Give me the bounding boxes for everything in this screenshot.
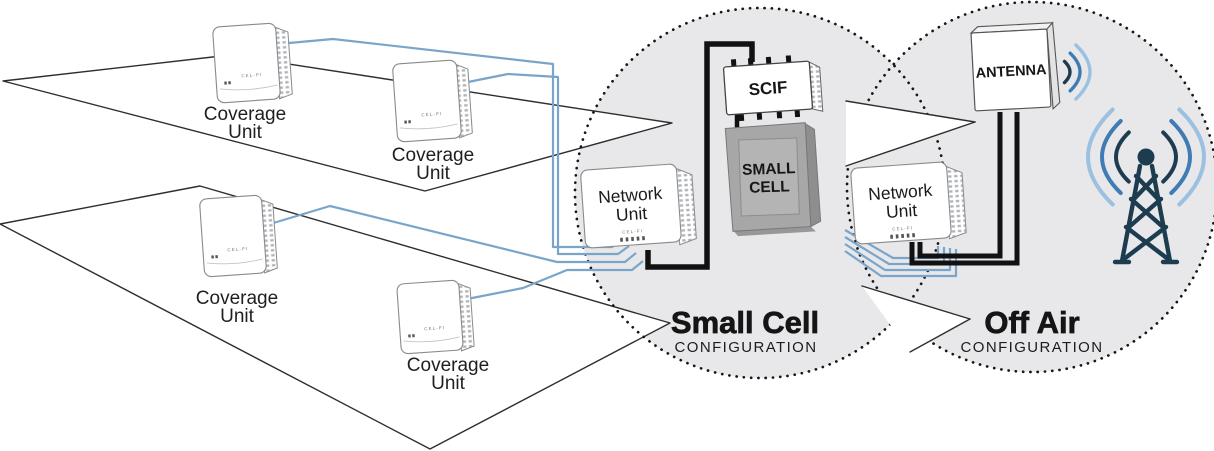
- floor-plane-upper: [2, 54, 673, 192]
- antenna-body: [970, 28, 1052, 112]
- port-row: [620, 236, 645, 242]
- network-unit-label-line1: Network: [597, 183, 663, 207]
- small-cell-unit: SMALL CELL: [724, 122, 822, 237]
- coverage-unit-2-label-line1: Coverage: [392, 145, 474, 166]
- tower-wave-left-mid: [1100, 119, 1123, 195]
- unit-brand: CEL-FI: [227, 246, 248, 252]
- antenna-coax-1: [917, 112, 1003, 259]
- unit-body: [580, 163, 682, 249]
- unit-seam: [219, 84, 278, 91]
- coverage-unit-3-label-line2: Unit: [220, 306, 255, 327]
- unit-brand: CEL-FI: [622, 228, 643, 234]
- lower-floor-wedge: [862, 286, 970, 352]
- antenna-wave-outer: [1074, 43, 1092, 101]
- unit-body: [396, 279, 464, 355]
- coverage-unit-2-label-line2: Unit: [416, 163, 451, 184]
- floors: [0, 54, 673, 450]
- off-air-title: Off Air: [984, 305, 1079, 340]
- small-cell-coax: [645, 41, 755, 270]
- tower-wave-right-outer: [1177, 107, 1206, 207]
- small-cell-title: Small Cell: [671, 305, 819, 340]
- small-cell-panel: [738, 137, 800, 217]
- bubble-titles: Small Cell CONFIGURATION Off Air CONFIGU…: [671, 305, 1104, 356]
- network-unit-off-air: Network Unit CEL-FI: [850, 161, 967, 245]
- network-unit-label-line2: Unit: [885, 200, 918, 222]
- tower-wave-right-inner: [1161, 130, 1178, 184]
- antenna-side-face: [1046, 21, 1061, 111]
- small-cell-bottom: [732, 226, 816, 237]
- led-mark: [211, 255, 214, 259]
- radio-waves-mid: [1068, 51, 1192, 195]
- unit-labels: Coverage Unit Coverage Unit Coverage Uni…: [196, 104, 489, 394]
- scif-body: [722, 60, 814, 116]
- tower-wave-left-outer: [1086, 107, 1115, 207]
- cell-tower-icon: [1112, 148, 1180, 265]
- network-unit-label-line2: Unit: [615, 203, 648, 225]
- port-row: [890, 233, 916, 239]
- led-mark: [215, 255, 218, 259]
- led-mark: [412, 334, 415, 338]
- coverage-unit-3: CEL-FI: [199, 194, 278, 278]
- unit-seam: [403, 336, 460, 343]
- antenna-coax-2: [909, 112, 1020, 266]
- antenna-wave-inner: [1062, 59, 1072, 85]
- tower-wave-right-mid: [1169, 119, 1192, 195]
- unit-brand: CEL-FI: [241, 72, 262, 78]
- tower-head: [1137, 148, 1155, 166]
- off-air-subtitle: CONFIGURATION: [961, 339, 1104, 356]
- coverage-unit-3-label-line1: Coverage: [196, 288, 278, 309]
- coverage-cable-3: [269, 204, 637, 264]
- coverage-unit-1: CEL-FI: [212, 22, 293, 104]
- coverage-unit-1-label-line1: Coverage: [204, 104, 286, 125]
- led-mark: [224, 81, 227, 85]
- off-air-bubble-fill: [847, 2, 1214, 372]
- antenna-panel: ANTENNA: [969, 21, 1061, 112]
- coverage-unit-2: CEL-FI: [392, 59, 473, 143]
- off-air-floor-wedges: [845, 100, 976, 353]
- radio-waves-outer: [1074, 43, 1206, 207]
- unit-seam: [206, 258, 263, 265]
- led-mark: [408, 120, 411, 124]
- antenna-label: ANTENNA: [975, 62, 1047, 82]
- offair-cable-1: [844, 229, 940, 260]
- network-unit-small-cell: Network Unit CEL-FI: [580, 163, 697, 249]
- unit-body: [212, 22, 281, 104]
- unit-brand: CEL-FI: [421, 111, 442, 117]
- small-cell-label-line2: CELL: [749, 178, 790, 196]
- unit-brand: CEL-FI: [892, 225, 913, 231]
- network-unit-label-line1: Network: [868, 180, 934, 204]
- unit-seam: [399, 123, 458, 130]
- coverage-unit-4-label-line2: Unit: [431, 373, 466, 394]
- antenna-wave-mid: [1068, 51, 1082, 93]
- coverage-unit-4-label-line1: Coverage: [407, 355, 489, 376]
- scif-unit: SCIF: [722, 55, 824, 122]
- scif-ports: [730, 55, 801, 122]
- led-mark: [228, 81, 231, 85]
- led-mark: [404, 120, 407, 124]
- led-mark: [408, 334, 411, 338]
- coverage-unit-1-label-line2: Unit: [228, 122, 263, 143]
- unit-body: [199, 194, 267, 278]
- small-cell-subtitle: CONFIGURATION: [675, 339, 818, 356]
- small-cell-label-line1: SMALL: [742, 160, 796, 179]
- unit-body: [392, 59, 462, 143]
- radio-waves-inner: [1062, 59, 1178, 184]
- coverage-cable-2: [467, 72, 630, 256]
- tower-wave-left-inner: [1114, 130, 1131, 184]
- unit-body: [850, 161, 952, 245]
- unit-brand: CEL-FI: [424, 325, 445, 331]
- offair-cable-3: [844, 243, 952, 272]
- coverage-unit-4: CEL-FI: [396, 279, 475, 355]
- floor-plane-lower: [0, 185, 671, 450]
- scif-label: SCIF: [748, 78, 788, 100]
- coverage-cable-4: [466, 260, 644, 301]
